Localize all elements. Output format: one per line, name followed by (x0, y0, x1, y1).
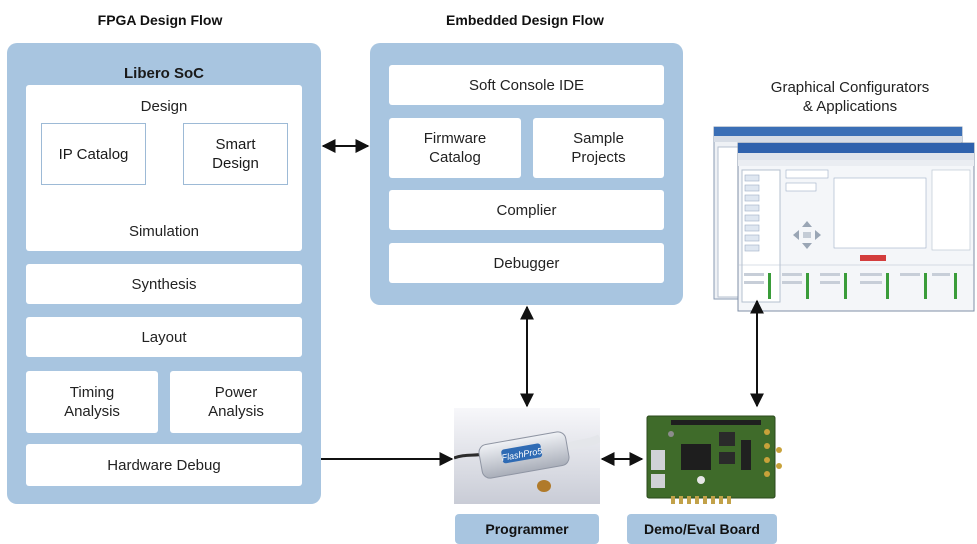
debugger-label: Debugger (493, 254, 560, 272)
smart-design-label-line1: Smart (215, 136, 256, 153)
ip-catalog-box[interactable]: IP Catalog (41, 123, 146, 185)
configurator-screenshot-image (713, 126, 975, 312)
configurators-heading: Graphical Configurators & Applications (730, 78, 970, 116)
configurators-heading-line1: Graphical Configurators (770, 79, 930, 96)
configurator-front-window (737, 142, 975, 312)
timing-analysis-box[interactable]: Timing Analysis (26, 371, 158, 433)
sample-projects-box[interactable]: Sample Projects (533, 118, 664, 178)
configurators-heading-line2: & Applications (802, 98, 898, 115)
smart-design-label-line2: Design (212, 155, 259, 172)
synthesis-label: Synthesis (131, 275, 197, 293)
soft-console-label: Soft Console IDE (468, 76, 585, 94)
layout-box[interactable]: Layout (26, 317, 302, 357)
timing-analysis-label-line1: Timing (69, 384, 115, 401)
smart-design-box[interactable]: Smart Design (183, 123, 288, 185)
firmware-catalog-box[interactable]: Firmware Catalog (389, 118, 521, 178)
compiler-label: Complier (496, 201, 557, 219)
soft-console-box[interactable]: Soft Console IDE (389, 65, 664, 105)
simulation-label: Simulation (128, 222, 200, 240)
libero-soc-title: Libero SoC (123, 65, 204, 82)
demo-board-image (641, 410, 787, 506)
sample-projects-label-line1: Sample (573, 130, 624, 147)
power-analysis-label-line1: Power (214, 384, 258, 401)
demo-board-label: Demo/Eval Board (627, 514, 777, 544)
compiler-box[interactable]: Complier (389, 190, 664, 230)
layout-label: Layout (141, 328, 187, 346)
libero-soc-panel: Libero SoC Design IP Catalog Smart Desig… (7, 43, 321, 504)
synthesis-box[interactable]: Synthesis (26, 264, 302, 304)
sample-projects-label-line2: Projects (571, 149, 626, 166)
debugger-box[interactable]: Debugger (389, 243, 664, 283)
embedded-flow-heading: Embedded Design Flow (446, 12, 604, 28)
timing-analysis-label-line2: Analysis (64, 403, 120, 420)
power-analysis-box[interactable]: Power Analysis (170, 371, 302, 433)
firmware-catalog-label-line2: Catalog (429, 149, 481, 166)
firmware-catalog-label-line1: Firmware (423, 130, 487, 147)
fpga-flow-heading: FPGA Design Flow (97, 12, 223, 28)
power-analysis-label-line2: Analysis (208, 403, 264, 420)
ip-catalog-label: IP Catalog (58, 145, 129, 163)
hardware-debug-label: Hardware Debug (107, 456, 221, 474)
programmer-label: Programmer (455, 514, 599, 544)
design-label: Design (140, 98, 188, 115)
embedded-flow-panel: Soft Console IDE Firmware Catalog Sample… (370, 43, 683, 305)
programmer-image: FlashPro5 (454, 408, 600, 504)
simulation-box[interactable]: Simulation (26, 211, 302, 251)
hardware-debug-box[interactable]: Hardware Debug (26, 444, 302, 486)
